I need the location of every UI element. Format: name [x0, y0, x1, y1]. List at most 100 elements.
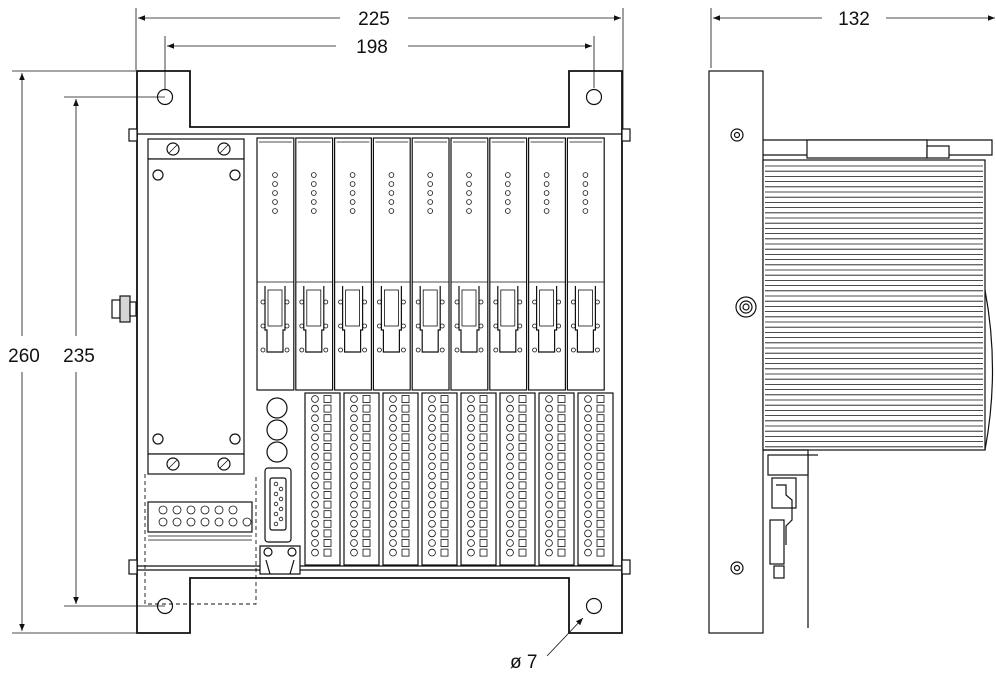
io-module	[489, 137, 528, 391]
led-indicator	[543, 208, 550, 214]
terminal-block-rack	[304, 392, 614, 566]
led-indicator	[272, 172, 278, 178]
front-view-outline	[136, 70, 623, 634]
led-indicator	[582, 181, 589, 187]
led-indicator	[543, 199, 550, 205]
mounting-hole-bottom-left	[156, 597, 174, 615]
dimension-hole-spacing-width: 198	[164, 36, 595, 90]
power-terminal-hole	[200, 517, 210, 527]
terminal-block	[343, 392, 380, 566]
led-indicator	[582, 172, 589, 178]
led-indicator	[272, 199, 278, 205]
led-indicator	[349, 172, 356, 178]
power-terminal-strip	[147, 501, 253, 541]
led-indicator	[272, 181, 278, 187]
led-indicator	[543, 181, 550, 187]
power-terminal-hole	[200, 505, 210, 515]
power-terminal-hole	[228, 505, 238, 515]
led-indicator	[427, 181, 434, 187]
io-module-rack	[256, 137, 605, 391]
led-indicator	[504, 172, 511, 178]
io-module	[411, 137, 450, 391]
led-indicator	[466, 181, 472, 187]
power-terminal-hole	[158, 505, 168, 515]
led-indicator	[272, 208, 278, 214]
terminal-block	[499, 392, 536, 566]
io-module	[450, 137, 489, 391]
status-indicators	[266, 397, 288, 463]
overall-width-label: 225	[358, 9, 390, 30]
io-module	[256, 137, 295, 391]
power-terminal-hole	[186, 517, 196, 527]
overall-height-label: 260	[8, 346, 40, 367]
led-indicator	[427, 208, 434, 214]
mounting-hole-bottom-right	[585, 597, 603, 615]
io-module	[527, 137, 566, 391]
led-indicator	[388, 199, 395, 205]
terminal-block	[577, 392, 614, 566]
hole-diameter-label: ø 7	[510, 652, 537, 673]
led-indicator	[427, 172, 434, 178]
side-view	[708, 70, 994, 634]
dimension-overall-height: 260	[8, 70, 136, 634]
led-indicator	[582, 199, 589, 205]
led-indicator	[466, 190, 472, 196]
heat-sink	[762, 159, 986, 451]
power-terminal-hole	[228, 517, 238, 527]
bus-connector-clip	[259, 545, 301, 575]
power-terminal-hole	[242, 517, 252, 527]
ground-screw	[111, 295, 137, 323]
mounting-hole-top-left	[156, 88, 174, 106]
mounting-hole-top-right	[585, 88, 603, 106]
terminal-block	[382, 392, 419, 566]
led-indicator	[504, 199, 511, 205]
hole-spacing-height-label: 235	[63, 346, 95, 367]
power-terminal-hole	[214, 505, 224, 515]
led-indicator	[272, 190, 278, 196]
d-sub-connector	[264, 467, 292, 543]
dimension-hole-spacing-height: 235	[63, 96, 165, 607]
terminal-block	[538, 392, 575, 566]
power-terminal-hole	[186, 505, 196, 515]
led-indicator	[388, 181, 395, 187]
led-indicator	[427, 199, 434, 205]
hole-spacing-width-label: 198	[356, 37, 388, 58]
led-indicator	[310, 172, 317, 178]
led-indicator	[310, 181, 317, 187]
front-view	[111, 70, 631, 634]
led-indicator	[466, 172, 472, 178]
led-indicator	[427, 190, 434, 196]
led-indicator	[349, 190, 356, 196]
led-indicator	[388, 172, 395, 178]
dimension-overall-width: 225	[135, 8, 624, 130]
led-indicator	[543, 190, 550, 196]
led-indicator	[349, 199, 356, 205]
io-module	[372, 137, 411, 391]
terminal-block	[421, 392, 458, 566]
led-indicator	[582, 208, 589, 214]
side-ground-screw	[735, 296, 757, 318]
led-indicator	[388, 208, 395, 214]
led-indicator	[504, 181, 511, 187]
power-terminal-hole	[172, 517, 182, 527]
io-module	[295, 137, 334, 391]
led-indicator	[310, 199, 317, 205]
power-terminal-hole	[214, 517, 224, 527]
dimension-depth: 132	[710, 8, 995, 68]
led-indicator	[388, 190, 395, 196]
terminal-block	[460, 392, 497, 566]
led-indicator	[349, 181, 356, 187]
led-indicator	[310, 190, 317, 196]
power-terminal-hole	[172, 505, 182, 515]
led-indicator	[543, 172, 550, 178]
terminal-block	[304, 392, 341, 566]
io-module	[566, 137, 605, 391]
led-indicator	[349, 208, 356, 214]
side-backplate	[708, 70, 764, 634]
led-indicator	[504, 190, 511, 196]
led-indicator	[504, 208, 511, 214]
power-terminal-hole	[158, 517, 168, 527]
power-supply-panel	[147, 138, 245, 475]
led-indicator	[582, 190, 589, 196]
